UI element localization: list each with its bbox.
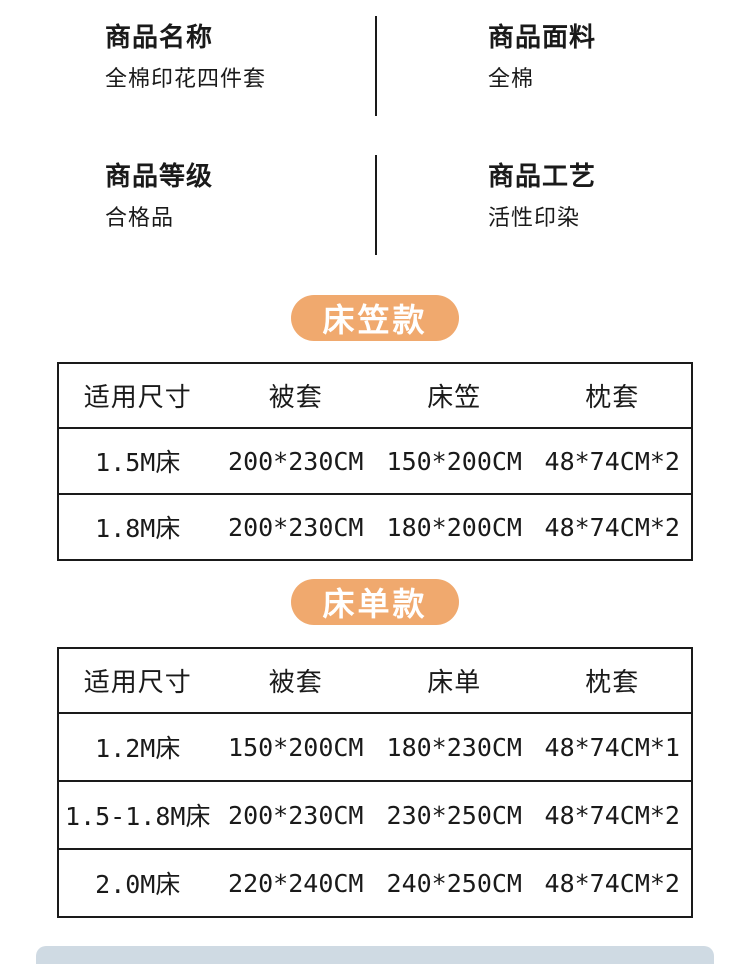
cell-fitted-sheet: 180*200CM xyxy=(375,493,534,560)
cell-size: 1.2M床 xyxy=(58,712,217,781)
col-header-duvet-cover: 被套 xyxy=(268,382,323,412)
attribute-craft: 商品工艺 活性印染 xyxy=(377,155,693,255)
flat-sheet-size-table: 适用尺寸 被套 床单 枕套 1.2M床 150*200CM 180*230CM … xyxy=(57,647,693,918)
attribute-row-1: 商品名称 全棉印花四件套 商品面料 全棉 xyxy=(57,16,693,116)
cell-fitted-sheet: 150*200CM xyxy=(375,427,534,494)
attr-label-product-name: 商品名称 xyxy=(105,22,214,52)
cell-pillowcase: 48*74CM*2 xyxy=(533,427,692,494)
attr-value-product-name: 全棉印花四件套 xyxy=(105,66,267,91)
attr-value-grade: 合格品 xyxy=(105,205,175,230)
attr-value-craft: 活性印染 xyxy=(488,205,581,230)
col-header-pillowcase: 枕套 xyxy=(585,382,640,412)
cell-size: 1.5M床 xyxy=(58,427,217,494)
col-header-flat-sheet: 床单 xyxy=(427,667,482,697)
table-header-row: 适用尺寸 被套 床单 枕套 xyxy=(58,648,692,713)
col-header-pillowcase: 枕套 xyxy=(585,667,640,697)
fitted-sheet-size-table: 适用尺寸 被套 床笠 枕套 1.5M床 200*230CM 150*200CM … xyxy=(57,362,693,561)
badge-fitted-sheet-style: 床笠款 xyxy=(291,295,459,341)
cell-size: 2.0M床 xyxy=(58,848,217,917)
attribute-product-name: 商品名称 全棉印花四件套 xyxy=(57,16,377,116)
table-row: 1.2M床 150*200CM 180*230CM 48*74CM*1 xyxy=(58,712,692,781)
cell-flat-sheet: 180*230CM xyxy=(375,712,534,781)
attribute-grade: 商品等级 合格品 xyxy=(57,155,377,255)
cell-size: 1.5-1.8M床 xyxy=(58,780,217,849)
col-header-size: 适用尺寸 xyxy=(83,382,192,412)
table-row: 1.8M床 200*230CM 180*200CM 48*74CM*2 xyxy=(58,493,692,560)
col-header-duvet-cover: 被套 xyxy=(268,667,323,697)
attr-label-craft: 商品工艺 xyxy=(488,161,597,191)
attribute-row-2: 商品等级 合格品 商品工艺 活性印染 xyxy=(57,155,693,255)
cell-pillowcase: 48*74CM*1 xyxy=(533,712,692,781)
cell-flat-sheet: 230*250CM xyxy=(375,780,534,849)
attr-label-grade: 商品等级 xyxy=(105,161,214,191)
table-header-row: 适用尺寸 被套 床笠 枕套 xyxy=(58,363,692,428)
attr-label-fabric: 商品面料 xyxy=(488,22,597,52)
badge-flat-sheet-style: 床单款 xyxy=(291,579,459,625)
cell-pillowcase: 48*74CM*2 xyxy=(533,493,692,560)
cell-size: 1.8M床 xyxy=(58,493,217,560)
cropped-bottom-panel xyxy=(36,946,714,964)
cell-pillowcase: 48*74CM*2 xyxy=(533,780,692,849)
cell-duvet-cover: 220*240CM xyxy=(216,848,375,917)
table-row: 2.0M床 220*240CM 240*250CM 48*74CM*2 xyxy=(58,848,692,917)
table-row: 1.5M床 200*230CM 150*200CM 48*74CM*2 xyxy=(58,427,692,494)
col-header-size: 适用尺寸 xyxy=(83,667,192,697)
table-row: 1.5-1.8M床 200*230CM 230*250CM 48*74CM*2 xyxy=(58,780,692,849)
cell-duvet-cover: 200*230CM xyxy=(216,780,375,849)
col-header-fitted-sheet: 床笠 xyxy=(427,382,482,412)
attribute-fabric: 商品面料 全棉 xyxy=(377,16,693,116)
cell-duvet-cover: 150*200CM xyxy=(216,712,375,781)
cell-flat-sheet: 240*250CM xyxy=(375,848,534,917)
cell-pillowcase: 48*74CM*2 xyxy=(533,848,692,917)
cell-duvet-cover: 200*230CM xyxy=(216,493,375,560)
attr-value-fabric: 全棉 xyxy=(488,66,535,91)
cell-duvet-cover: 200*230CM xyxy=(216,427,375,494)
